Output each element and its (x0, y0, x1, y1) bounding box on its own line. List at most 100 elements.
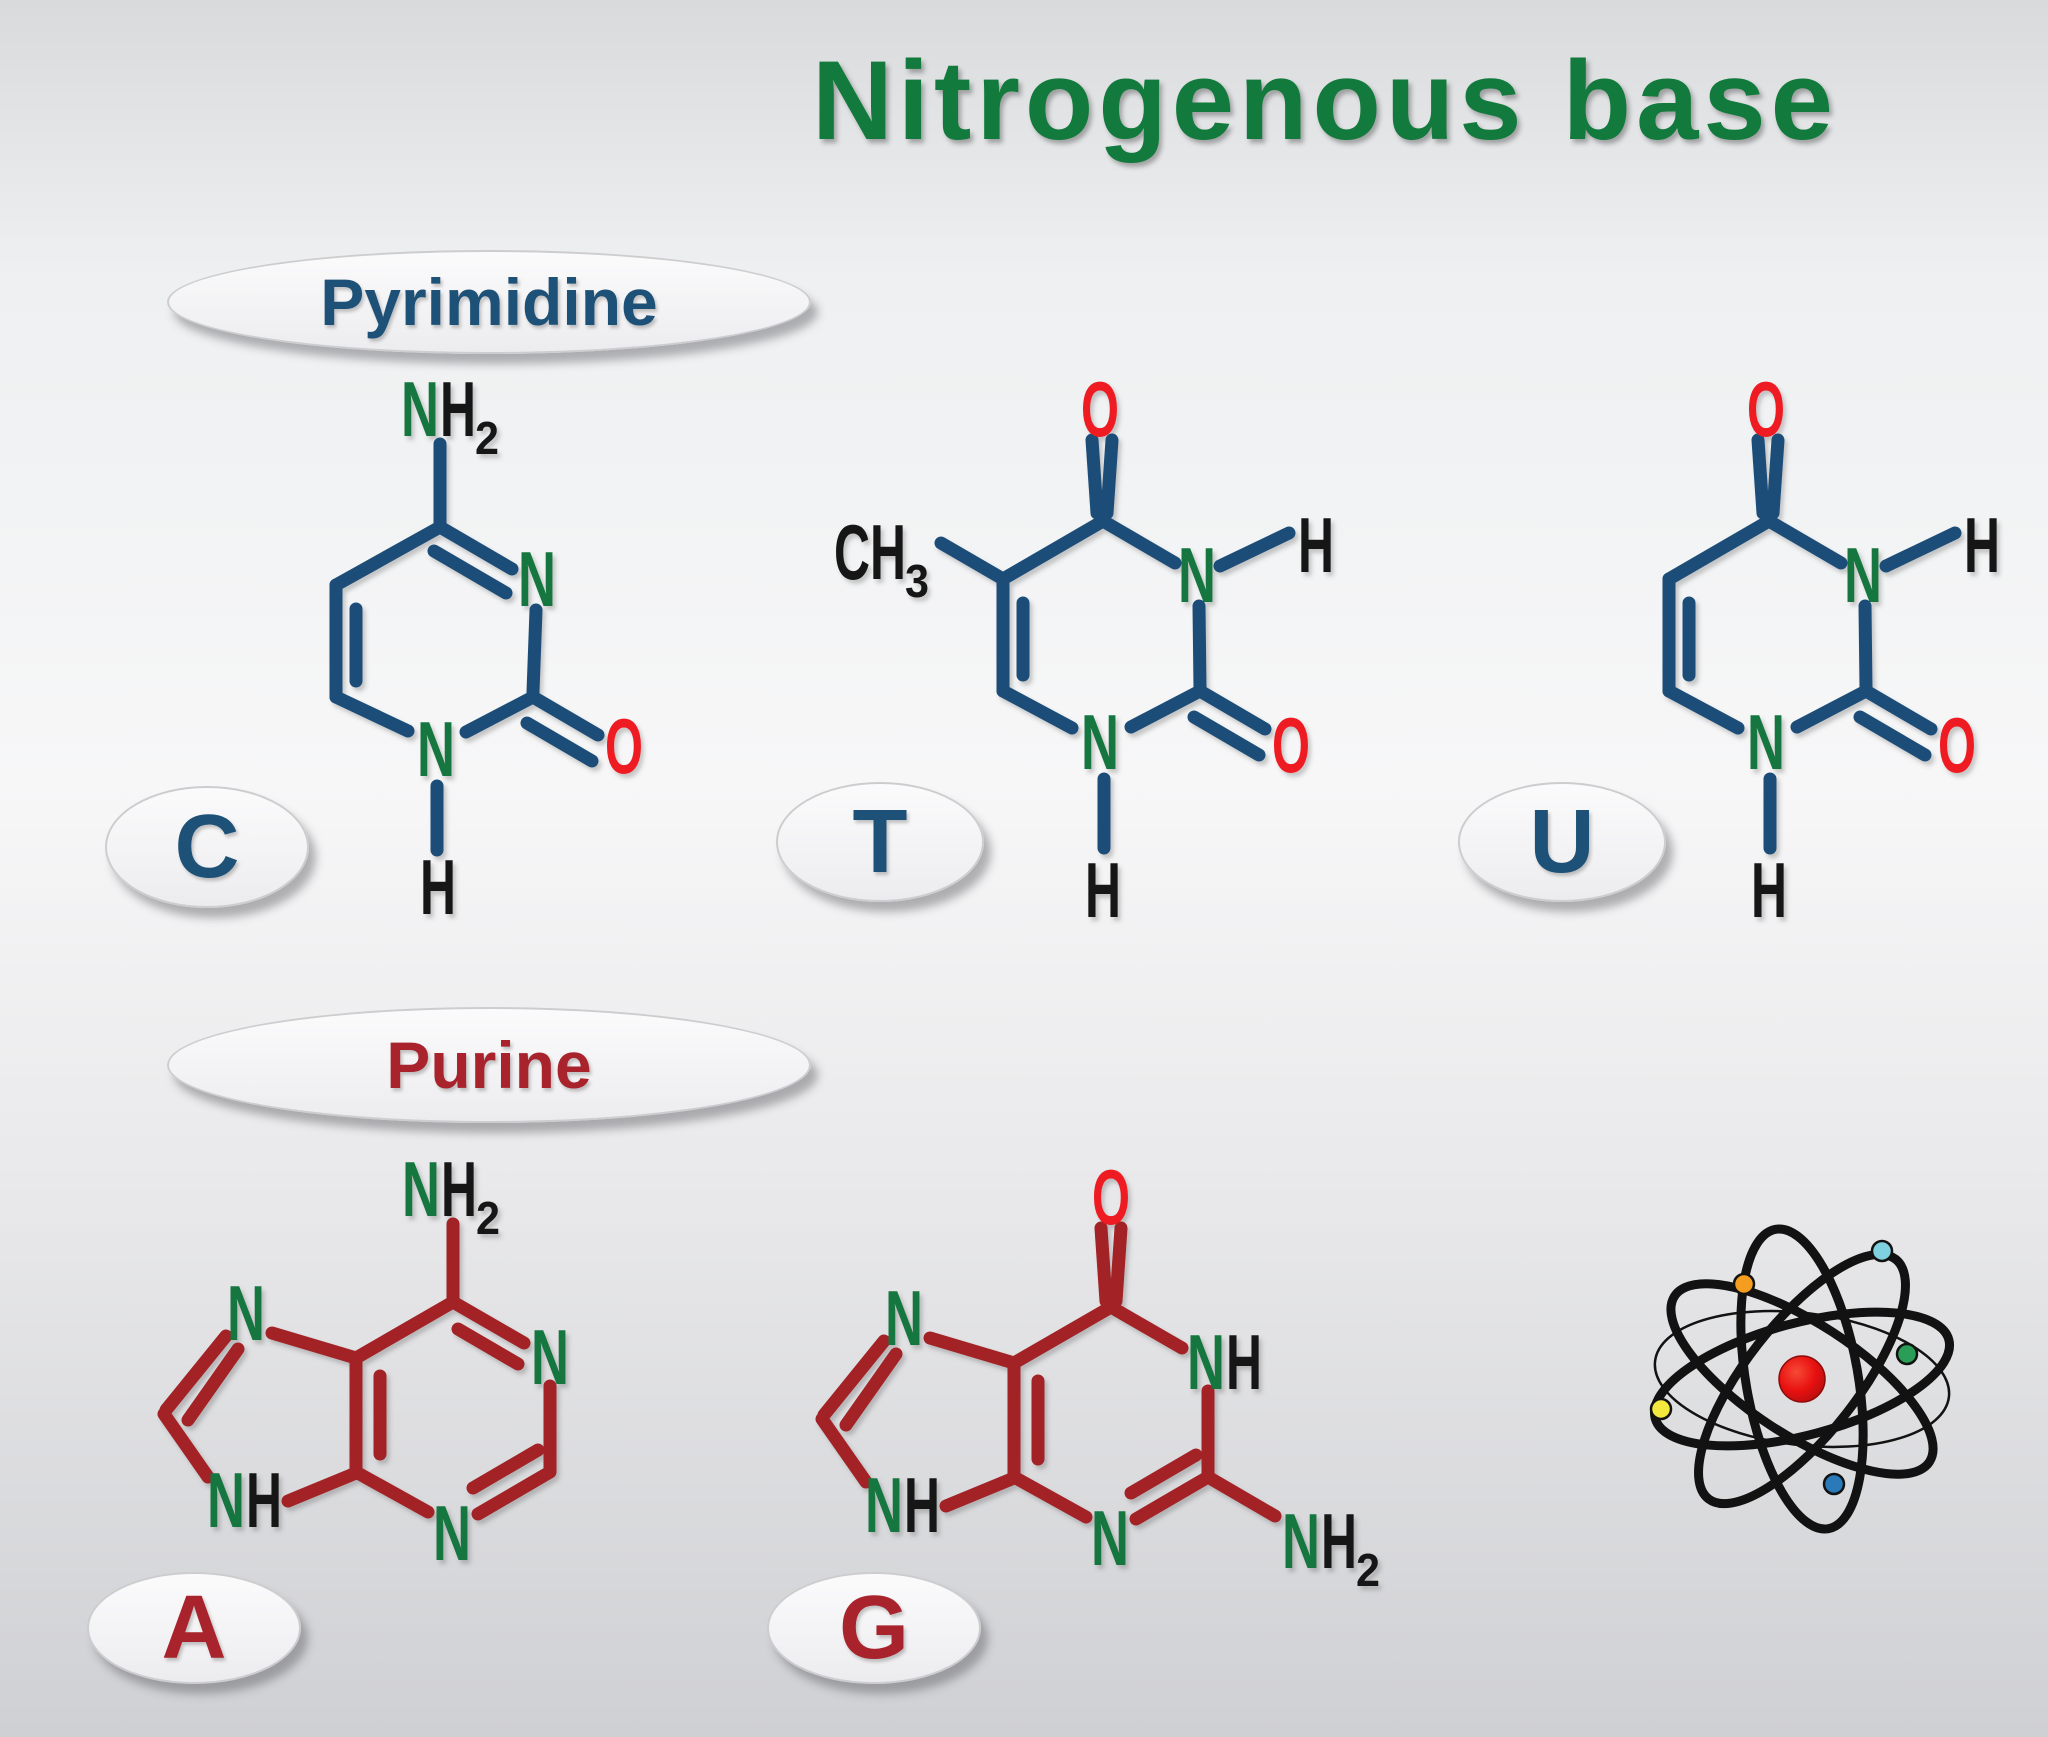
cytosine-bond (427, 544, 513, 600)
cytosine-atom-N: N (518, 535, 556, 623)
adenine-atom-N: N (433, 1489, 471, 1577)
guanine-atom-N: N (1282, 1497, 1320, 1585)
thymine-bond (1193, 684, 1272, 736)
thymine-bond (1085, 433, 1104, 520)
uracil-atom-O: O (1938, 701, 1976, 789)
uracil-bond (1879, 526, 1962, 573)
uracil-bond (1766, 433, 1785, 520)
uracil-atom-O: O (1747, 365, 1785, 453)
adenine-bond (159, 1329, 233, 1417)
uracil-bond (1751, 433, 1770, 520)
guanine-atom-H: H (1321, 1497, 1357, 1585)
adenine-bond (181, 1342, 245, 1427)
thymine-bond (1187, 710, 1266, 762)
uracil-bond (1853, 710, 1932, 762)
page-title: Nitrogenous base (812, 37, 1838, 163)
cytosine-atom-N: N (417, 705, 455, 793)
adenine-bond (349, 1465, 435, 1519)
uracil-bond (1790, 684, 1873, 734)
thymine-bond (1124, 684, 1207, 734)
thymine-badge-label: T (776, 782, 984, 902)
atom-orbit (1666, 1279, 1938, 1479)
guanine-atom-2: 2 (1356, 1544, 1380, 1596)
uracil-bond (1859, 684, 1938, 736)
electron-orange (1732, 1272, 1756, 1296)
adenine-bond (471, 1465, 557, 1521)
adenine-atom-N: N (402, 1145, 440, 1233)
cytosine-bond (520, 716, 599, 768)
uracil-bond (1762, 514, 1848, 570)
thymine-atom-N: N (1178, 531, 1216, 619)
uracil-atom-N: N (1844, 531, 1882, 619)
guanine-atom-N: N (1187, 1318, 1225, 1406)
atom-icon (1649, 1224, 1955, 1534)
cytosine-bond (526, 690, 605, 742)
guanine-bond (1124, 1448, 1203, 1500)
guanine-atom-H: H (904, 1461, 940, 1549)
cytosine-atom-N: N (401, 365, 439, 453)
thymine-bond (1192, 599, 1207, 695)
atom-orbit (1694, 1249, 1910, 1509)
cytosine-atom-H: H (440, 365, 476, 453)
thymine-bond (1096, 514, 1182, 570)
uracil-atom-H: H (1751, 846, 1787, 934)
thymine-atom-C: C (834, 508, 870, 596)
adenine-bond (281, 1466, 363, 1508)
guanine-bond (817, 1334, 891, 1422)
pyrimidine-label: Pyrimidine (167, 250, 811, 354)
thymine-atom-H: H (1085, 846, 1121, 934)
adenine-bond (451, 1322, 525, 1371)
adenine-atom-2: 2 (476, 1192, 500, 1244)
adenine-atom-N: N (531, 1313, 569, 1401)
guanine-bond (1094, 1221, 1113, 1308)
guanine-bond (1007, 1470, 1093, 1524)
guanine-atom-N: N (885, 1274, 923, 1362)
guanine-bond (923, 1331, 1021, 1370)
uracil-bond (1662, 514, 1776, 586)
uracil-atom-H: H (1964, 501, 2000, 589)
uracil-bond (1662, 684, 1745, 735)
adenine-atom-H: H (441, 1145, 477, 1233)
thymine-bond (1100, 433, 1119, 520)
cytosine-bond (459, 690, 540, 739)
guanine-bond (1109, 1221, 1128, 1308)
adenine-atom-H: H (246, 1456, 282, 1544)
cytosine-bond (329, 690, 415, 738)
guanine-atom-N: N (1091, 1494, 1129, 1582)
thymine-atom-H: H (870, 508, 906, 596)
adenine-atom-N: N (227, 1269, 265, 1357)
thymine-bond (1213, 526, 1296, 573)
electron-green (1895, 1342, 1919, 1366)
cytosine-atom-O: O (605, 702, 643, 790)
uracil-atom-N: N (1747, 698, 1785, 786)
cytosine-bond (329, 520, 447, 592)
electron-yellow (1649, 1397, 1673, 1421)
uracil-badge-label: U (1458, 782, 1666, 902)
electron-cyan (1870, 1239, 1894, 1263)
cytosine-atom-H: H (420, 843, 456, 931)
cytosine-badge-label: C (105, 786, 309, 908)
guanine-atom-H: H (1226, 1318, 1262, 1406)
atom-nucleus (1778, 1355, 1826, 1403)
guanine-bond (939, 1471, 1021, 1513)
thymine-atom-O: O (1081, 365, 1119, 453)
guanine-bond (1129, 1470, 1215, 1526)
adenine-bond (446, 1295, 531, 1350)
adenine-bond (157, 1407, 215, 1484)
guanine-bond (815, 1412, 873, 1489)
guanine-bond (1201, 1470, 1282, 1523)
guanine-badge-label: G (767, 1572, 981, 1684)
cytosine-bond (433, 520, 519, 576)
adenine-badge-label: A (87, 1572, 301, 1684)
atom-orbit-thin (1653, 1309, 1951, 1449)
thymine-bond (934, 536, 1010, 586)
adenine-bond (466, 1443, 545, 1495)
guanine-bond (1104, 1300, 1189, 1355)
adenine-atom-N: N (207, 1456, 245, 1544)
